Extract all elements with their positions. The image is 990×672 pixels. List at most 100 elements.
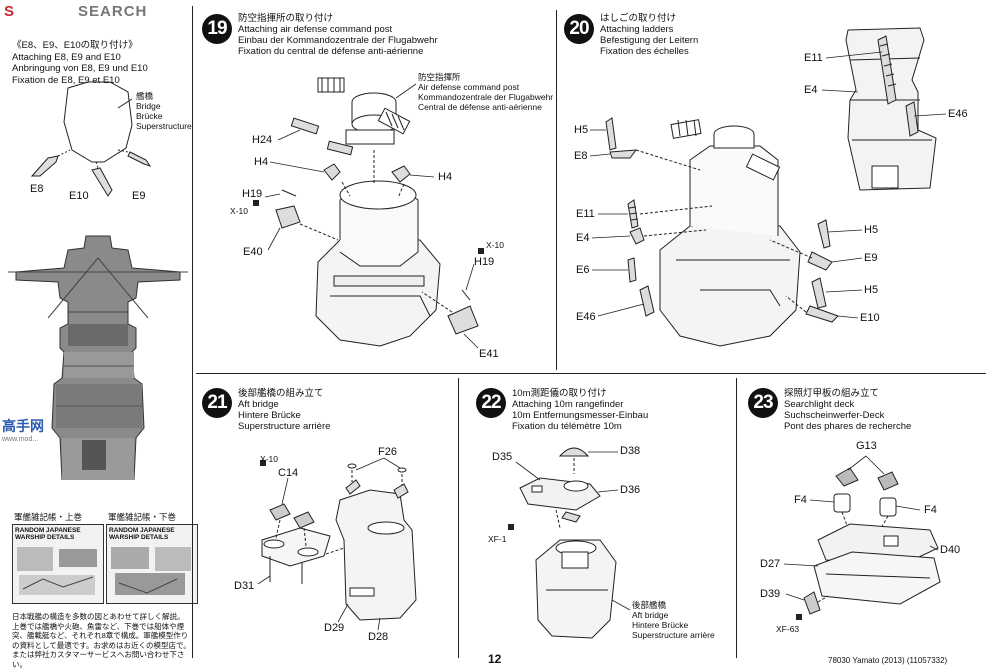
- step-19-callout: 防空指揮所 Air defense command post Kommandoz…: [418, 72, 553, 112]
- step-21-part-f26: F26: [378, 446, 397, 458]
- step-20-title-de: Befestigung der Leitern: [600, 35, 699, 46]
- step-23-title-jp: 探照灯甲板の組み立て: [784, 388, 880, 399]
- kit-info: 78030 Yamato (2013) (11057332): [828, 656, 948, 665]
- watermark-site-url: www.mod...: [2, 436, 39, 443]
- watermark-brand-left: S: [4, 3, 15, 20]
- ship-photo-drawing: [8, 228, 188, 480]
- step-20-part-h5-right: H5: [864, 224, 879, 236]
- step-20-part-h5-left: H5: [574, 124, 589, 136]
- step-21-part-d31: D31: [234, 580, 255, 592]
- book-cover-2-title: RANDOM JAPANESE WARSHIP DETAILS: [109, 527, 175, 541]
- step-20-part-e8: E8: [574, 150, 588, 162]
- step-19-part-h4-right: H4: [438, 171, 453, 183]
- step-19-title-de: Einbau der Kommandozentrale der Flugabwe…: [238, 35, 438, 46]
- book-title-1: 軍艦雑記帳・上巻: [14, 512, 83, 522]
- step-22-title-en: Attaching 10m rangefinder: [512, 399, 624, 410]
- sidebar-title-de: Anbringung von E8, E9 und E10: [12, 63, 148, 74]
- step-23-title-de: Suchscheinwerfer-Deck: [784, 410, 885, 421]
- step-20-part-e46: E46: [576, 311, 596, 323]
- step-23-part-f4-right: F4: [924, 504, 937, 516]
- row-divider: [196, 373, 986, 374]
- book-note-line: 突、艦載艇など、それぞれ8章で構成。軍艦模型作り: [12, 631, 189, 640]
- step-19-paint-x10-right: X-10: [486, 240, 504, 250]
- step-23-part-d39: D39: [760, 588, 781, 600]
- step-19-part-e40: E40: [243, 246, 263, 258]
- book-title-2: 軍艦雑記帳・下巻: [108, 512, 177, 522]
- step-19-callout-jp: 防空指揮所: [418, 72, 461, 82]
- step-23-part-d40: D40: [940, 544, 961, 556]
- top-column-divider: [556, 10, 557, 370]
- step-20-part-h5-right-2: H5: [864, 284, 879, 296]
- step-20-part-e4: E4: [576, 232, 590, 244]
- step-23-part-f4-left: F4: [794, 494, 807, 506]
- step-21-part-c14: C14: [278, 467, 299, 479]
- step-19-title: 防空指揮所の取り付け Attaching air defense command…: [238, 13, 438, 57]
- ship-photo: [8, 228, 188, 480]
- step-20-title-en: Attaching ladders: [600, 24, 674, 35]
- step-20-part-e6: E6: [576, 264, 590, 276]
- step-22-part-d36: D36: [620, 484, 641, 496]
- step-22-paint-xf1: XF-1: [488, 534, 507, 544]
- book-cover-2-art: [111, 547, 191, 595]
- step-23-title-fr: Pont des phares de recherche: [784, 421, 912, 432]
- step-22-callout-jp: 後部艦橋: [632, 600, 667, 610]
- step-21-title: 後部艦橋の組み立て Aft bridge Hintere Brücke Supe…: [238, 388, 330, 432]
- step-22-callout-de: Hintere Brücke: [632, 620, 689, 630]
- bridge-label-fr: Superstructure: [136, 121, 192, 131]
- book-note-line: 日本戦艦の構造を多数の図とあわせて詳しく解説。: [12, 612, 185, 621]
- sidebar-step-title: 《E8、E9、E10の取り付け》 Attaching E8, E9 and E1…: [12, 40, 148, 86]
- book-cover-1-title: RANDOM JAPANESE WARSHIP DETAILS: [15, 527, 81, 541]
- bridge-label-jp: 艦橋: [136, 91, 154, 101]
- step-22-title-de: 10m Entfernungsmesser-Einbau: [512, 410, 649, 421]
- sidebar-title-fr: Fixation de E8, E9 et E10: [12, 74, 120, 86]
- part-label-e9: E9: [132, 190, 146, 202]
- book-note-line: 上巻では艦橋や火砲、魚雷など、下巻では船体や煙: [12, 621, 185, 631]
- bridge-label-de: Brücke: [136, 111, 163, 121]
- step-19-part-h4-left: H4: [254, 156, 269, 168]
- step-21-title-fr: Superstructure arrière: [238, 421, 331, 432]
- step-21-part-d28: D28: [368, 631, 389, 643]
- sidebar-divider: [192, 6, 193, 658]
- book-cover-2: RANDOM JAPANESE WARSHIP DETAILS: [106, 524, 198, 604]
- book-cover-1-art: [17, 547, 97, 595]
- step-19-part-h19-left: H19: [242, 188, 263, 200]
- step-22-callout-en: Aft bridge: [632, 610, 669, 620]
- step-20-inset-e11: E11: [804, 52, 823, 64]
- step-23-part-g13: G13: [856, 440, 877, 452]
- step-23-part-d27: D27: [760, 558, 781, 570]
- step-21-title-en: Aft bridge: [238, 399, 279, 410]
- step-19-part-h24: H24: [252, 134, 273, 146]
- step-20-title: はしごの取り付け Attaching ladders Befestigung d…: [600, 13, 698, 57]
- bottom-divider-2: [736, 378, 737, 658]
- step-22-part-d35: D35: [492, 451, 513, 463]
- step-22-title-fr: Fixation du télémètre 10m: [512, 421, 622, 432]
- step-22-title: 10m測距儀の取り付け Attaching 10m rangefinder 10…: [512, 388, 648, 432]
- sidebar-title-en: Attaching E8, E9 and E10: [12, 51, 121, 63]
- step-19-callout-fr: Central de défense anti-aérienne: [418, 102, 542, 112]
- step-19-badge: 19: [202, 14, 232, 44]
- step-22-callout-fr: Superstructure arrière: [632, 630, 715, 640]
- book-note-line: または弊社カスタマーサービスへお問い合わせ下さい。: [12, 650, 185, 669]
- step-22-callout: 後部艦橋 Aft bridge Hintere Brücke Superstru…: [632, 600, 715, 640]
- step-22-badge: 22: [476, 388, 506, 418]
- step-20-inset-e4: E4: [804, 84, 818, 96]
- step-19-title-fr: Fixation du central de défense anti-aéri…: [238, 46, 424, 57]
- step-23-title: 探照灯甲板の組み立て Searchlight deck Suchscheinwe…: [784, 388, 911, 432]
- part-label-e10: E10: [69, 190, 89, 202]
- step-19-title-en: Attaching air defense command post: [238, 24, 393, 35]
- step-21-badge: 21: [202, 388, 232, 418]
- book-note-line: の資料として最適です。お求めはお近くの模型店で。: [12, 640, 191, 650]
- step-19-part-h19-right: H19: [474, 256, 495, 268]
- step-19-callout-en: Air defense command post: [418, 82, 520, 92]
- step-19-paint-x10-left: X-10: [230, 206, 248, 216]
- step-21-paint-x10: X-10: [260, 454, 278, 464]
- page-number: 12: [488, 652, 502, 666]
- step-23-title-en: Searchlight deck: [784, 399, 855, 410]
